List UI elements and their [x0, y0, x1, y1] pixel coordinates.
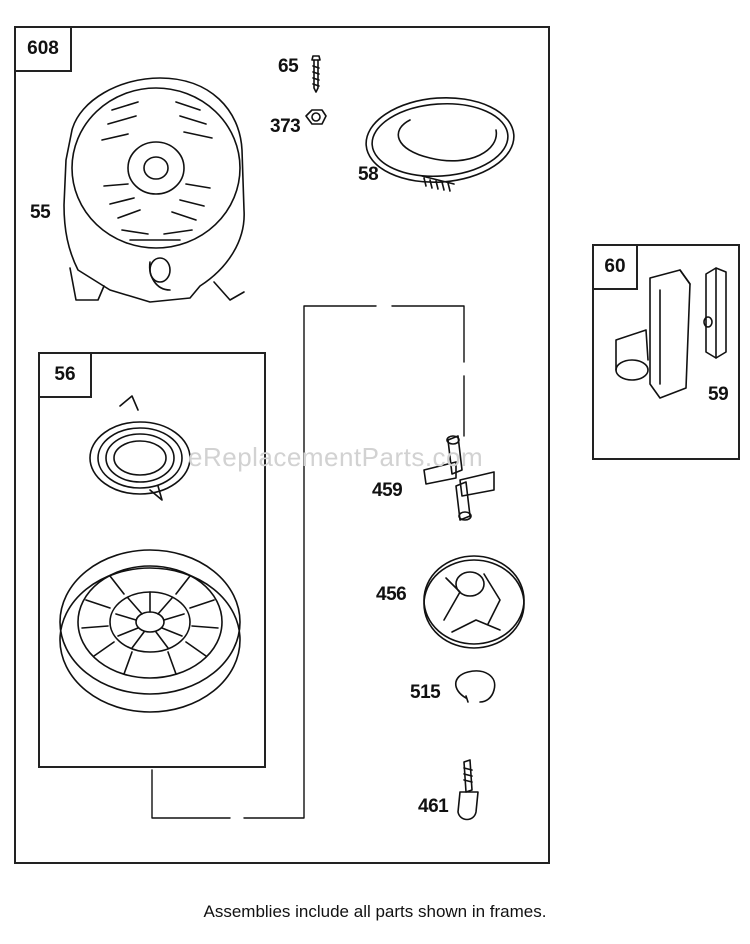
pulley-drawing — [59, 549, 241, 713]
nut-drawing — [305, 109, 327, 125]
pin-drawing — [457, 759, 479, 821]
starter-handle-drawing — [615, 267, 727, 399]
clip-drawing — [454, 670, 496, 703]
frame-60: 60 — [592, 244, 740, 460]
blower-housing-drawing — [63, 77, 245, 303]
part-label-58: 58 — [358, 164, 379, 185]
part-label-456: 456 — [376, 584, 407, 605]
leader-lines — [151, 305, 465, 819]
part-label-515: 515 — [410, 682, 441, 703]
caption: Assemblies include all parts shown in fr… — [203, 902, 547, 921]
frame-608: 608 — [14, 26, 550, 864]
part-label-55: 55 — [30, 202, 51, 223]
part-label-373: 373 — [270, 116, 301, 137]
part-label-59: 59 — [708, 384, 729, 405]
frame-608-tag: 608 — [16, 28, 72, 72]
frame-56: 56 — [38, 352, 266, 768]
part-label-459: 459 — [372, 480, 403, 501]
watermark: eReplacementParts.com — [188, 442, 484, 472]
rewind-spring-drawing — [89, 395, 191, 501]
frame-56-tag: 56 — [40, 354, 92, 398]
retainer-drawing — [423, 555, 525, 649]
part-label-461: 461 — [418, 796, 449, 817]
part-label-65: 65 — [278, 56, 299, 77]
screw-drawing — [311, 55, 321, 93]
rope-drawing — [365, 96, 515, 192]
pawl-drawing — [423, 435, 495, 521]
frame-60-tag: 60 — [594, 246, 638, 290]
